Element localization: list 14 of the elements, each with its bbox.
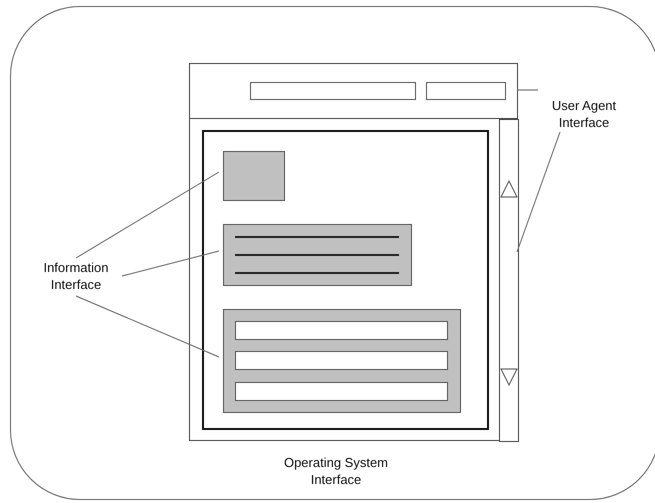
- content-frame: [202, 130, 489, 430]
- leader-line: [76, 172, 220, 258]
- text-block: [223, 224, 412, 286]
- leader-line: [76, 296, 220, 358]
- leader-line: [516, 132, 560, 252]
- callout-label: User Agent Interface: [539, 97, 629, 133]
- form-block: [223, 309, 461, 413]
- leader-line: [122, 250, 220, 276]
- image-block: [223, 151, 285, 201]
- callout-label: Information Interface: [29, 259, 123, 297]
- scrollbar: [499, 119, 519, 442]
- region-label: Operating System Interface: [282, 454, 390, 488]
- browser-window: [189, 63, 518, 441]
- operating-system-region: [10, 6, 655, 500]
